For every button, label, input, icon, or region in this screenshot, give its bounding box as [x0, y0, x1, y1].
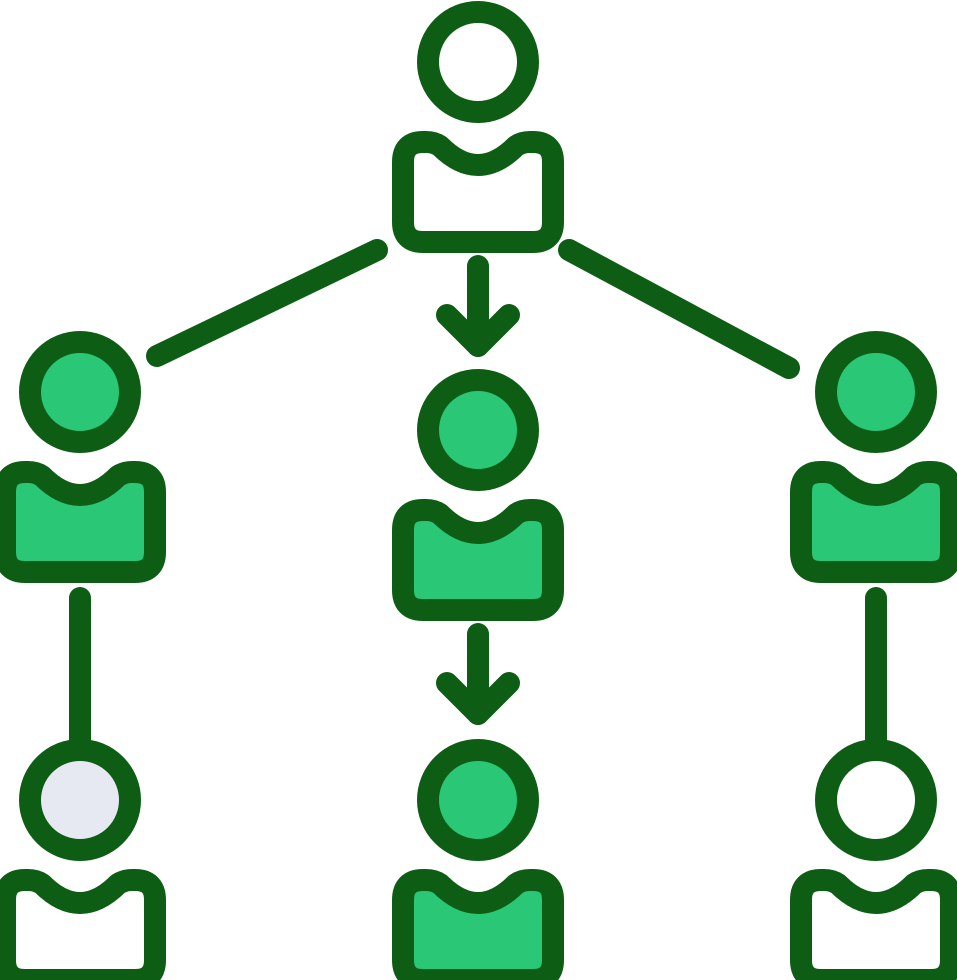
connector-shaft [146, 239, 388, 367]
person-head [19, 739, 141, 861]
person-body [0, 461, 166, 583]
person-icon-bottom-right [790, 739, 957, 980]
person-head [417, 1, 539, 123]
down-arrow-icon-top-to-mid-center [436, 255, 520, 357]
person-head [19, 331, 141, 453]
person-body [392, 499, 564, 621]
arrow-head [436, 672, 520, 725]
down-arrow-icon-mid-center-to-bottom-center [436, 623, 520, 725]
person-icon-bottom-left [0, 739, 166, 980]
person-icon-top [392, 1, 564, 253]
connector-line-top-to-mid-right [558, 239, 800, 379]
person-head [417, 369, 539, 491]
person-head [417, 739, 539, 861]
connector-line-top-to-mid-left [146, 239, 388, 367]
connectors-layer [69, 239, 887, 753]
person-icon-mid-left [0, 331, 166, 583]
person-icon-bottom-center [392, 739, 564, 980]
person-head [815, 331, 937, 453]
arrow-head [436, 304, 520, 357]
person-head [815, 739, 937, 861]
person-body [0, 869, 166, 980]
person-body [790, 461, 957, 583]
person-body [790, 869, 957, 980]
person-icon-mid-center [392, 369, 564, 621]
connector-shaft [558, 239, 800, 379]
person-icon-mid-right [790, 331, 957, 583]
person-body [392, 131, 564, 253]
person-body [392, 869, 564, 980]
